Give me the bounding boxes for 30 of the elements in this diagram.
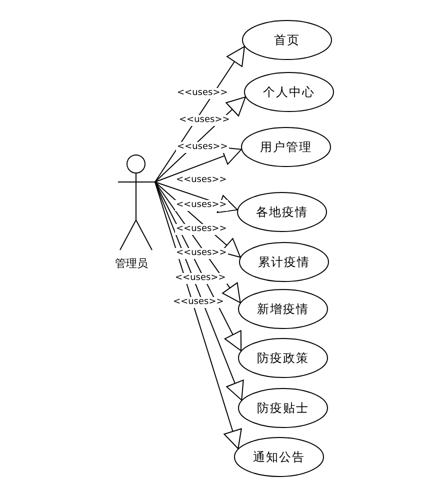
use-case-ellipse — [234, 437, 324, 477]
use-case-label: 各地疫情 — [256, 204, 308, 220]
edge-label: <<uses>> — [176, 142, 229, 153]
use-case-label: 防疫贴士 — [257, 400, 309, 416]
arrow — [154, 182, 244, 401]
edge-label: <<uses>> — [174, 273, 227, 284]
edge-label: <<uses>> — [175, 224, 228, 235]
edge-label: <<uses>> — [175, 248, 228, 259]
edge-label: <<uses>> — [176, 88, 229, 99]
use-case-ellipse — [242, 20, 332, 60]
use-case-label: 累计疫情 — [258, 254, 310, 270]
arrow — [154, 146, 242, 182]
edge-label: <<uses>> — [172, 297, 225, 308]
edge-label: <<uses>> — [178, 115, 231, 126]
edge-label: <<uses>> — [175, 200, 228, 211]
use-case-ellipse — [238, 388, 328, 428]
use-case-ellipse — [238, 289, 328, 329]
actor-label: 管理员 — [115, 256, 148, 271]
use-case-ellipse — [239, 242, 329, 282]
use-case-ellipse — [244, 72, 334, 112]
use-case-label: 用户管理 — [260, 138, 312, 156]
use-case-ellipse — [241, 127, 331, 167]
use-case-label: 防疫政策 — [257, 350, 309, 366]
use-case-label: 个人中心 — [263, 84, 315, 100]
use-case-label: 首页 — [274, 32, 300, 48]
use-case-ellipse — [238, 338, 328, 378]
arrow — [154, 182, 242, 450]
use-case-label: 新增疫情 — [257, 300, 309, 318]
use-case-label: 通知公告 — [253, 448, 305, 466]
use-case-ellipse — [237, 192, 327, 232]
